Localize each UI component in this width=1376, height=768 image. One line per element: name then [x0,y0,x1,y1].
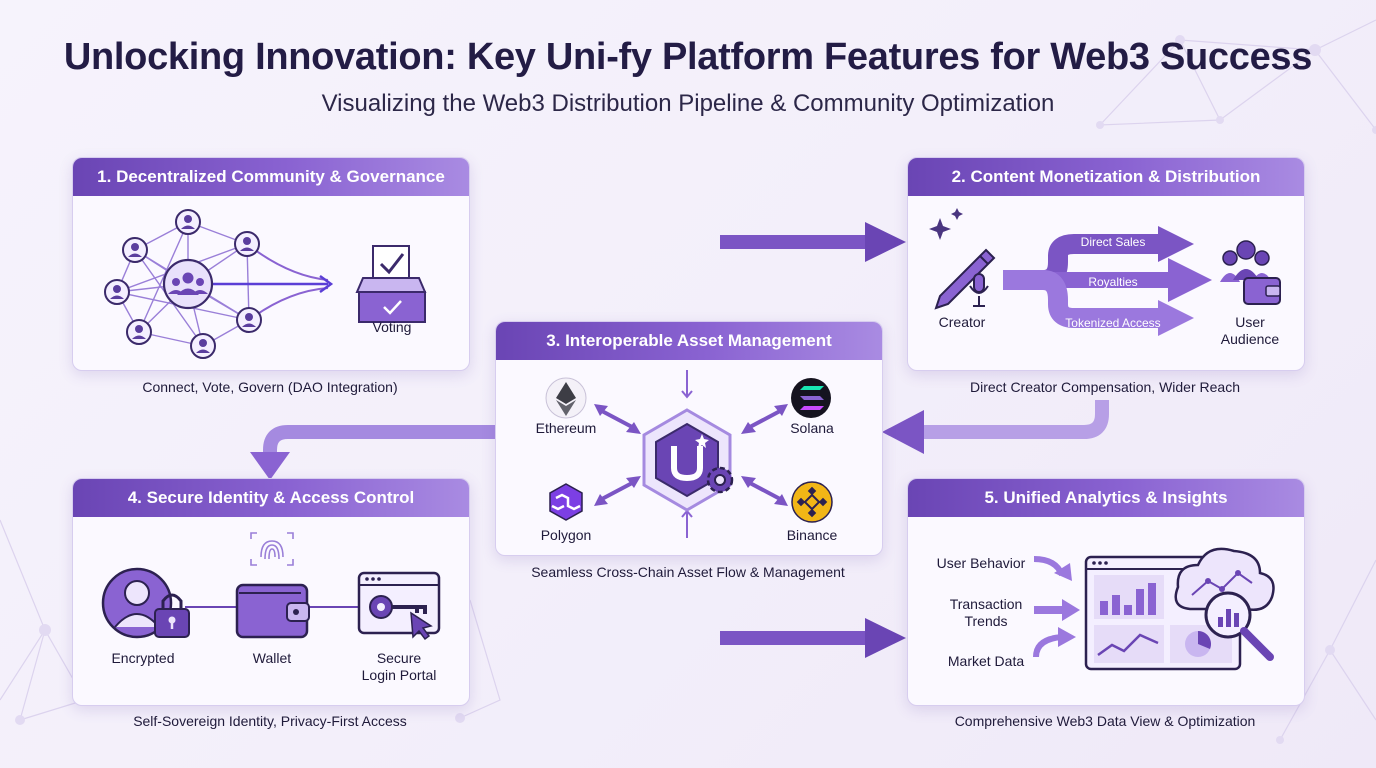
analytics-caption: Comprehensive Web3 Data View & Optimizat… [954,713,1256,729]
dashboard-magnifier-icon [1084,547,1275,671]
chain-polygon: Polygon [540,527,592,543]
revenue-stream-arrows [1003,226,1212,336]
stream-direct-sales: Direct Sales [1080,235,1146,249]
panel-community-governance: 1. Decentralized Community & Governance [72,157,470,371]
assets-caption: Seamless Cross-Chain Asset Flow & Manage… [531,564,845,580]
input-market-data: Market Data [947,653,1025,669]
fingerprint-icon [250,532,294,566]
panel-heading: 4. Secure Identity & Access Control [73,479,469,517]
stream-royalties: Royalties [1088,275,1138,289]
panel-content-monetization: 2. Content Monetization & Distribution [907,157,1305,371]
ballot-box-icon [355,245,427,323]
portal-label-line2: Login Portal [361,667,437,683]
chain-solana: Solana [790,420,834,436]
panel-heading: 1. Decentralized Community & Governance [73,158,469,196]
panel-unified-analytics: 5. Unified Analytics & Insights [907,478,1305,706]
portal-label-line1: Secure [376,650,422,666]
input-user-behavior: User Behavior [936,555,1026,571]
connector-3-to-4 [250,425,496,480]
panel-heading: 3. Interoperable Asset Management [496,322,882,360]
polygon-logo-icon [549,483,583,521]
monetization-caption: Direct Creator Compensation, Wider Reach [970,379,1240,395]
binance-logo-icon [791,481,833,523]
page-subtitle: Visualizing the Web3 Distribution Pipeli… [321,90,1055,117]
portal-label: Secure Login Portal [349,650,449,684]
pen-microphone-icon [929,208,996,310]
panel-asset-management: 3. Interoperable Asset Management [495,321,883,556]
community-caption: Connect, Vote, Govern (DAO Integration) [142,379,398,395]
solana-logo-icon [791,378,831,418]
creator-label: Creator [938,314,986,330]
audience-label-line1: User [1235,314,1265,330]
identity-caption: Self-Sovereign Identity, Privacy-First A… [133,713,407,729]
audience-label: User Audience [1210,314,1290,348]
page-title: Unlocking Innovation: Key Uni-fy Platfor… [63,36,1313,78]
wallet-label: Wallet [252,650,292,666]
chain-binance: Binance [786,527,838,543]
network-people-icon [104,209,334,359]
unify-hexagon-gear-icon [642,408,734,512]
panel-heading: 2. Content Monetization & Distribution [908,158,1304,196]
voting-label: Voting [372,319,412,335]
ethereum-logo-icon [545,377,587,419]
chain-ethereum: Ethereum [535,420,597,436]
people-wallet-icon [1220,240,1281,305]
input-transaction-trends: Transaction Trends [949,596,1023,629]
wallet-icon [235,583,310,639]
audience-label-line2: Audience [1220,331,1280,347]
panel-identity-access: 4. Secure Identity & Access Control [72,478,470,706]
connector-2-to-3 [882,400,1109,454]
encrypted-label: Encrypted [111,650,175,666]
stream-tokenized-access: Tokenized Access [1065,316,1161,330]
connector-4-to-5 [470,618,906,658]
user-lock-icon [101,567,190,639]
panel-heading: 5. Unified Analytics & Insights [908,479,1304,517]
key-browser-icon [357,571,441,641]
connector-1-to-2 [470,222,906,262]
